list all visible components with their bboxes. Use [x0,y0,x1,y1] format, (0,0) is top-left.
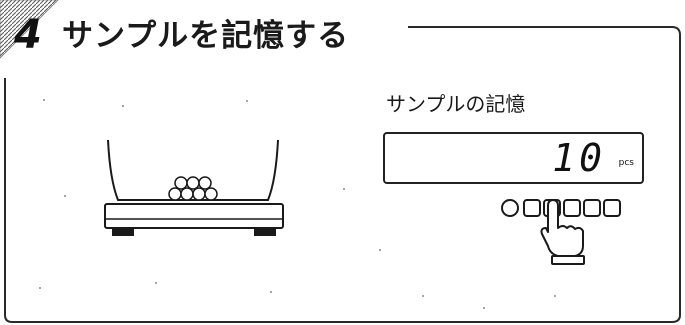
square-key [583,199,601,217]
step-number: 4 [14,12,42,58]
display-unit: pcs [618,158,634,168]
sample-balls-icon [168,176,218,201]
display-value: 10 [552,136,606,180]
square-key [523,199,541,217]
scale-icon [104,139,284,236]
keypad [501,199,621,217]
hand-pointer-icon [540,199,585,265]
step-title: サンプルを記憶する [62,18,350,54]
scan-speckles [39,99,556,309]
panel-caption: サンプルの記憶 [386,92,526,116]
round-key [501,199,519,217]
square-key [603,199,621,217]
frame-border [4,26,681,323]
lcd-display: 10 pcs [383,132,644,184]
square-key [563,199,581,217]
